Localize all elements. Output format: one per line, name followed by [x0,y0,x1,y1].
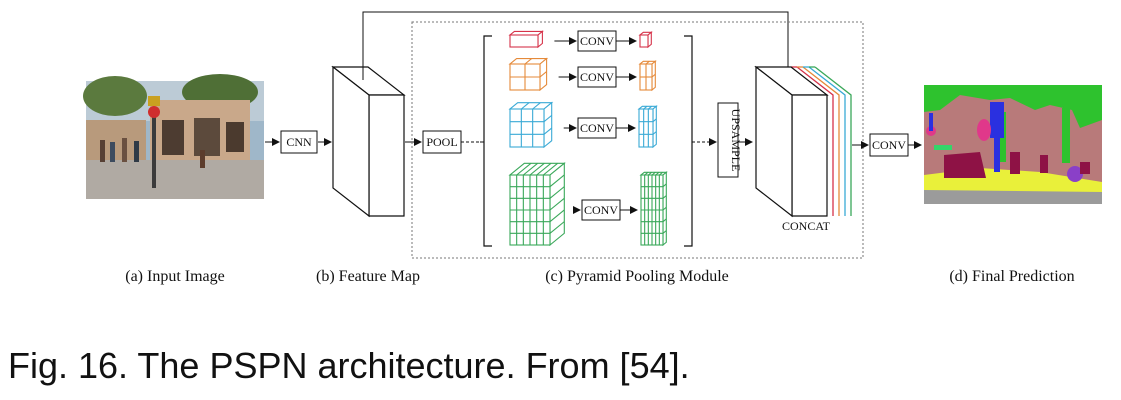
label-input-image: (a) Input Image [125,268,225,285]
concat-stripes [791,66,852,216]
label-pyramid-module: (c) Pyramid Pooling Module [545,268,729,285]
pooled-map-level-2 [508,57,549,92]
input-image [83,74,264,199]
concat-stripe-3 [808,66,846,216]
cnn-box: CNN [280,130,318,154]
pyramid-module-boundary [411,21,864,259]
upsample-box: UPSAMPLE [717,102,743,178]
pool-box: POOL [422,130,462,154]
conv-box-level-4: CONV [581,199,621,221]
upsample-label: UPSAMPLE [729,109,743,172]
conv-map-level-1 [638,31,653,49]
final-conv-label: CONV [872,138,906,152]
segmentation-map [924,85,1102,204]
conv-label-level-4: CONV [584,203,618,217]
skip-connection [362,11,792,89]
concat-stripe-1 [796,66,834,216]
conv-box-level-3: CONV [577,117,617,139]
label-feature-map: (b) Feature Map [316,268,420,285]
right-bracket [684,35,693,247]
left-bracket [483,35,492,247]
conv-label-level-1: CONV [580,34,614,48]
concat-label: CONCAT [782,219,831,233]
pooled-map-level-3 [508,101,554,149]
conv-map-level-3 [637,105,658,149]
concat-stripe-4 [814,66,852,216]
pool-label: POOL [426,135,457,149]
pyramid-levels: CONV CONV CONV CONV [508,30,668,247]
figure-caption: Fig. 16. The PSPN architecture. From [54… [8,345,690,386]
feature-map-block [331,65,406,218]
concat-stripe-2 [802,66,840,216]
label-final-prediction: (d) Final Prediction [949,268,1074,285]
conv-map-level-2 [638,60,657,92]
conv-box-level-2: CONV [577,66,617,88]
conv-box-level-1: CONV [577,30,617,52]
pooled-map-level-1 [508,30,544,49]
conv-label-level-3: CONV [580,121,614,135]
conv-label-level-2: CONV [580,70,614,84]
final-conv-box: CONV [869,133,909,157]
pooled-map-level-4 [508,162,566,247]
conv-map-level-4 [639,171,668,247]
concat-block [754,65,829,218]
cnn-label: CNN [286,135,312,149]
